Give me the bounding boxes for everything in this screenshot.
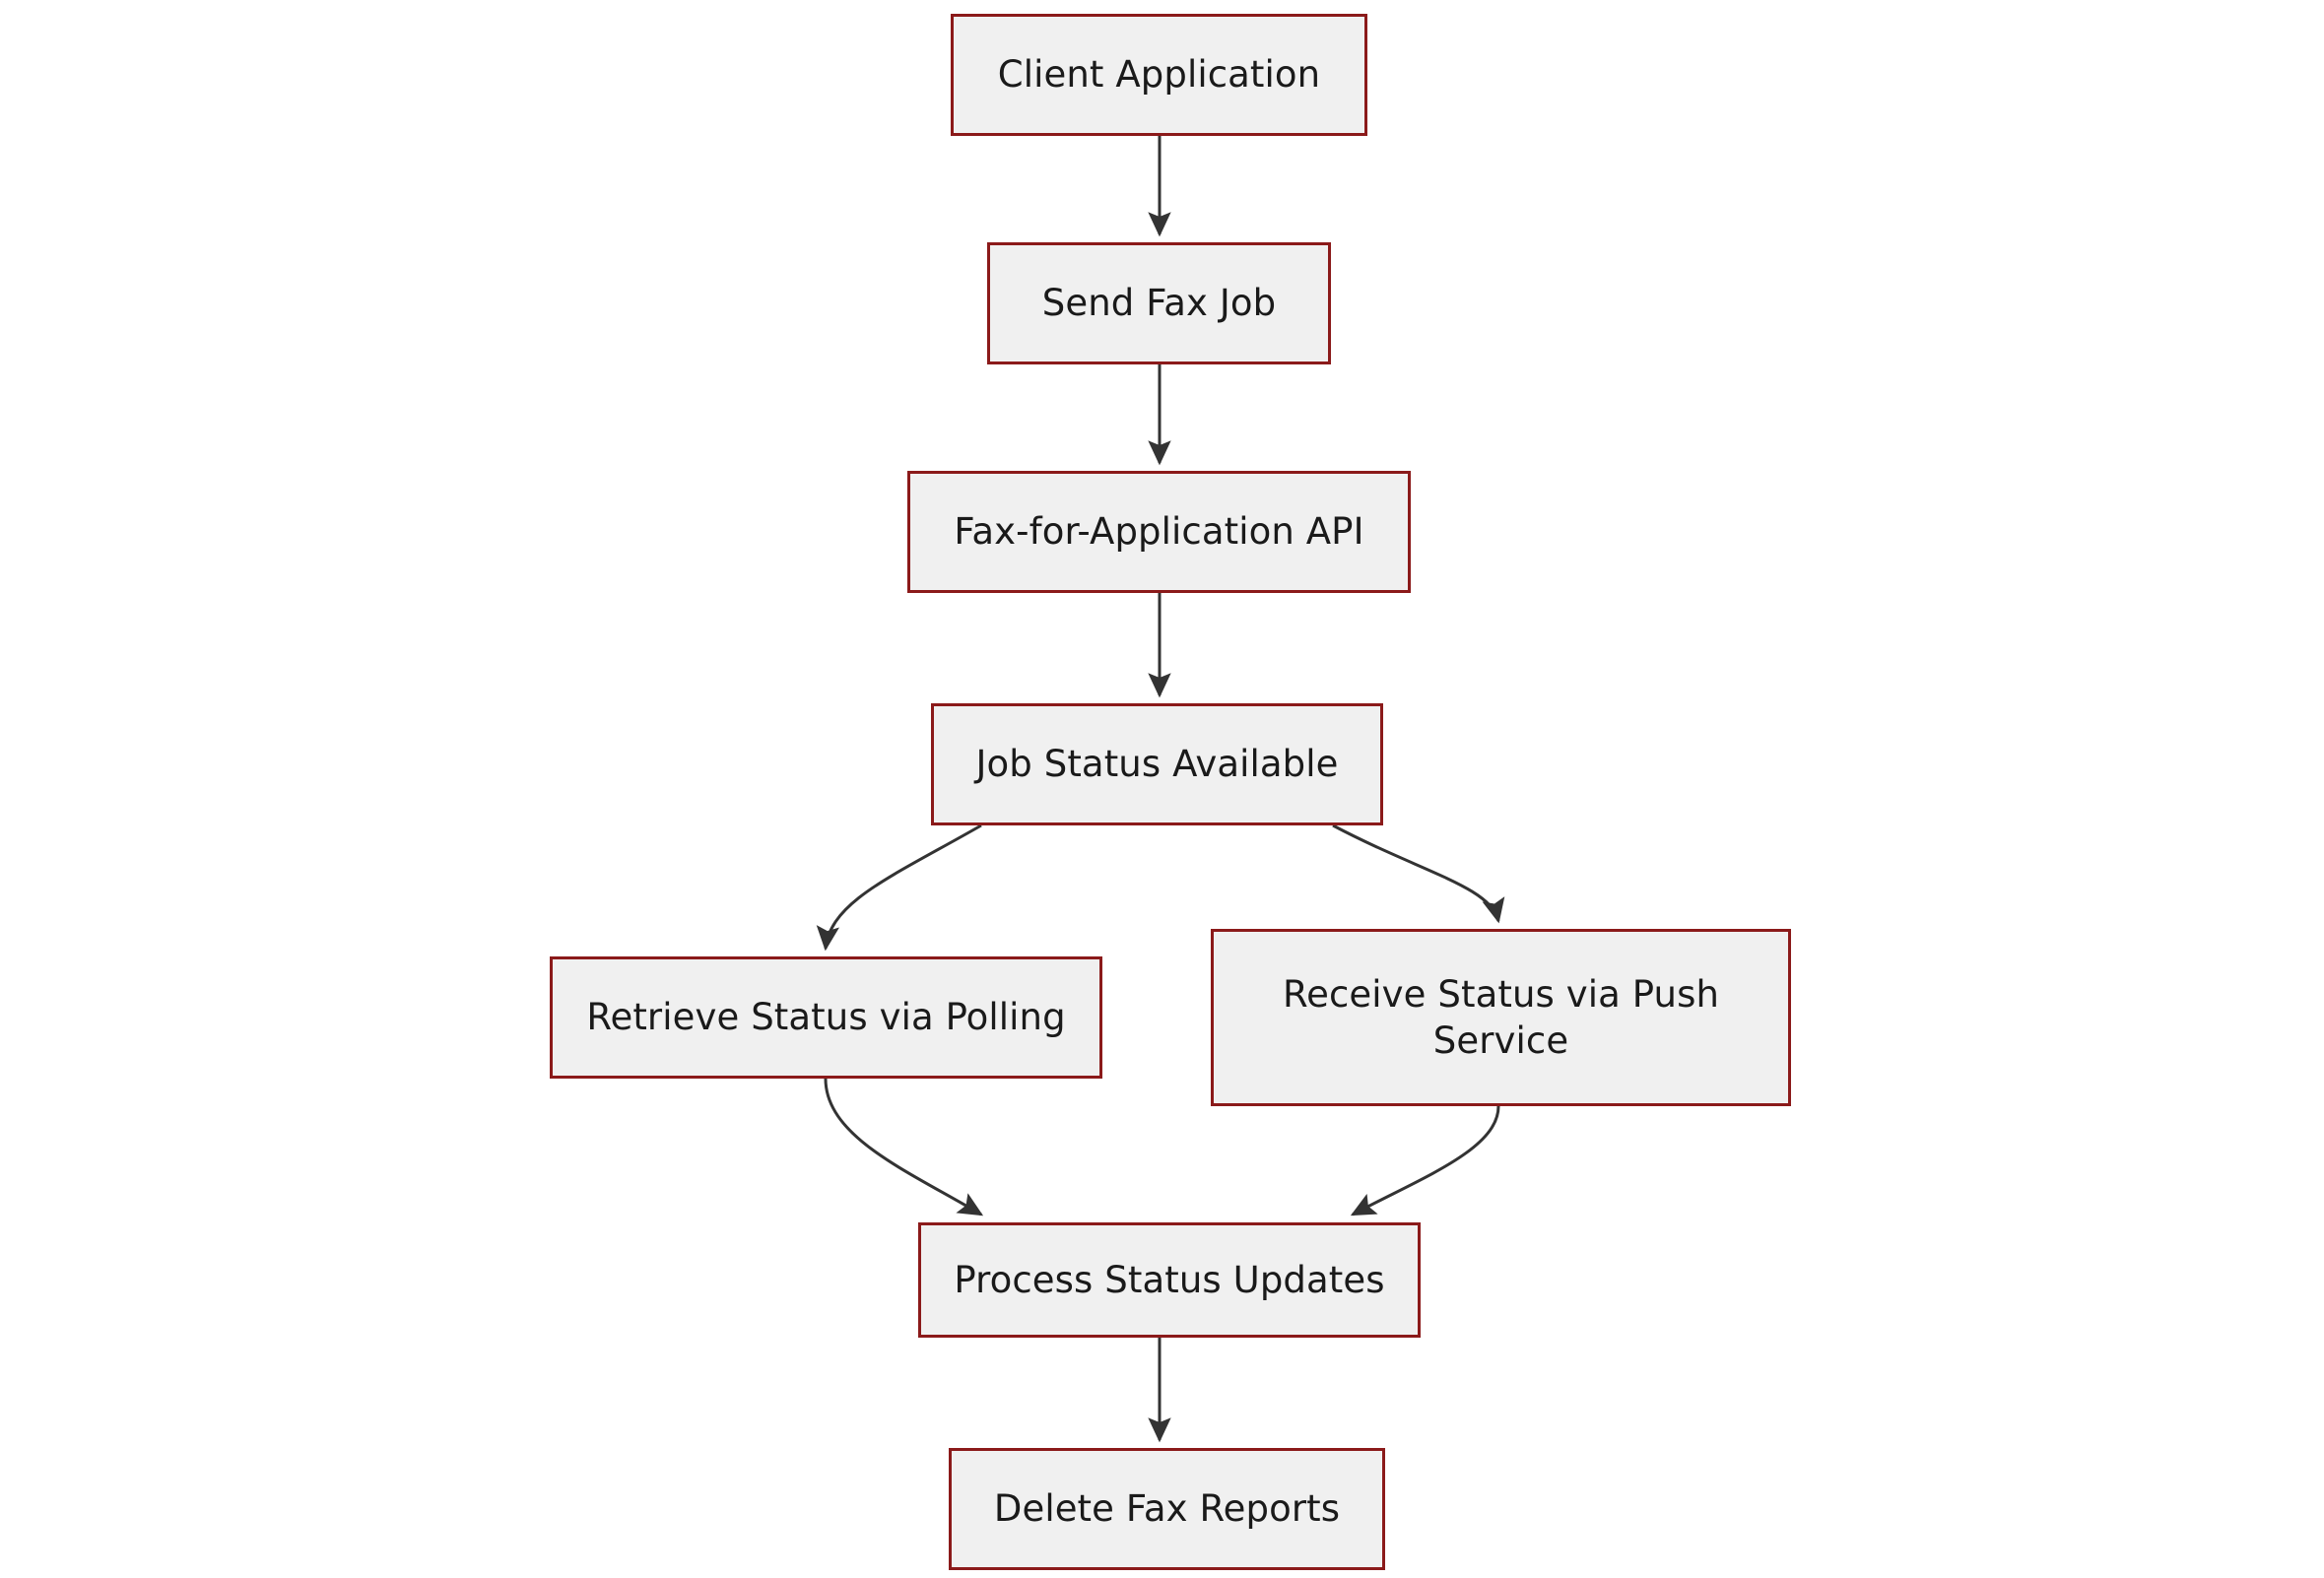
node-job-status-available[interactable]: Job Status Available [931, 703, 1383, 825]
node-retrieve-status-via-polling[interactable]: Retrieve Status via Polling [550, 956, 1102, 1079]
node-label: Receive Status via Push Service [1282, 972, 1720, 1062]
edge-retrieve-status-via-polling-to-process-status-updates [824, 1078, 984, 1216]
node-label: Process Status Updates [954, 1258, 1385, 1301]
node-process-status-updates[interactable]: Process Status Updates [918, 1222, 1421, 1338]
node-client-application[interactable]: Client Application [951, 14, 1367, 136]
node-label: Send Fax Job [1041, 282, 1277, 325]
edge-job-status-available-to-retrieve-status-via-polling [816, 823, 982, 952]
node-label: Job Status Available [975, 743, 1339, 786]
edge-job-status-available-to-receive-status-via-push-service [1332, 823, 1505, 924]
node-label: Delete Fax Reports [993, 1487, 1341, 1531]
node-label: Client Application [997, 53, 1321, 97]
edge-receive-status-via-push-service-to-process-status-updates [1350, 1105, 1500, 1216]
node-fax-for-application-api[interactable]: Fax-for-Application API [907, 471, 1411, 593]
node-label: Retrieve Status via Polling [586, 996, 1066, 1039]
node-receive-status-via-push-service[interactable]: Receive Status via Push Service [1211, 929, 1791, 1106]
node-label: Fax-for-Application API [954, 510, 1364, 554]
node-send-fax-job[interactable]: Send Fax Job [987, 242, 1331, 364]
node-delete-fax-reports[interactable]: Delete Fax Reports [949, 1448, 1385, 1570]
